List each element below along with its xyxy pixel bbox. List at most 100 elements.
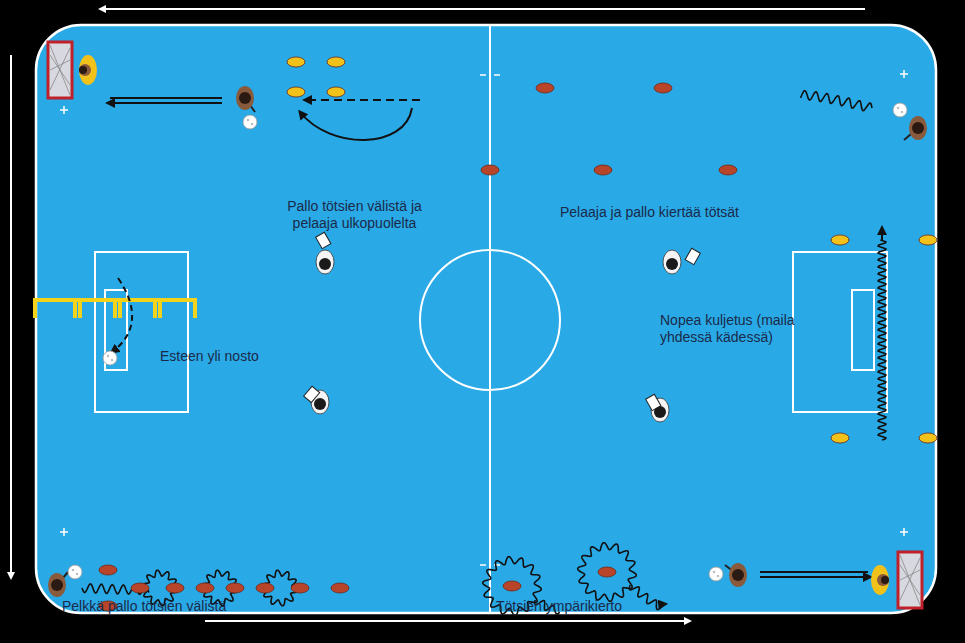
drawing-stroke (63, 106, 65, 114)
drawing-stroke (79, 66, 87, 74)
drawing-stroke (903, 70, 905, 78)
drawing-stroke (878, 240, 886, 440)
drawing-stroke (76, 573, 78, 575)
drawing-stroke (327, 57, 345, 67)
drawing-stroke (831, 433, 849, 443)
drawing-stroke (68, 565, 82, 579)
dribble-paths (82, 91, 886, 616)
drawing-stroke (51, 579, 63, 591)
drawing-stroke (155, 300, 195, 318)
drawing-stroke (79, 64, 91, 76)
drawing-stroke (103, 351, 117, 365)
drawing-stroke (578, 543, 637, 602)
drawing-stroke (107, 355, 109, 357)
drawing-stroke (63, 528, 65, 536)
drawing-stroke (654, 83, 672, 93)
drawing-stroke (877, 574, 889, 586)
drawing-stroke (481, 165, 499, 175)
drawing-stroke (205, 620, 690, 622)
drill-label: Esteen yli nosto (160, 348, 300, 365)
goal-right (898, 552, 922, 608)
drawing-stroke (480, 74, 486, 76)
drawing-stroke (314, 398, 326, 410)
drawing-stroke (50, 45, 70, 95)
drawing-stroke (327, 87, 345, 97)
drawing-stroke (898, 552, 922, 608)
drawing-stroke (236, 86, 254, 110)
drawing-stroke (251, 123, 253, 125)
drawing-stroke (912, 122, 924, 134)
drawing-stroke (108, 102, 222, 104)
ball-path (305, 99, 420, 101)
drawing-stroke (287, 57, 305, 67)
player-path (300, 108, 412, 140)
hurdles (35, 300, 195, 318)
lob-path (112, 278, 132, 352)
drawing-stroke (48, 573, 66, 597)
drawing-stroke (95, 252, 188, 412)
center-circle (420, 250, 560, 390)
drill-label: Pelaaja ja pallo kiertää tötsät (560, 204, 780, 221)
drill-label: Pelkkä pallo tötsien välistä (62, 598, 282, 615)
players (48, 55, 927, 597)
drawing-stroke (503, 581, 521, 591)
goal-left (48, 42, 72, 98)
drawing-stroke (196, 583, 214, 593)
drawing-stroke (719, 165, 737, 175)
drawing-stroke (494, 74, 500, 76)
rink (36, 25, 936, 613)
rotation-arrows (11, 9, 865, 621)
drawing-stroke (901, 111, 903, 113)
drawing-stroke (801, 91, 873, 111)
drawing-stroke (897, 107, 899, 109)
drawing-stroke (685, 248, 700, 264)
drawing-stroke (831, 235, 849, 245)
drawing-stroke (717, 575, 719, 577)
drawing-stroke (760, 576, 870, 578)
drawing-stroke (110, 97, 222, 99)
drawing-stroke (247, 119, 249, 121)
shot-arrow-left (108, 98, 222, 103)
drawing-stroke (331, 583, 349, 593)
drawing-stroke (909, 116, 927, 140)
drawing-stroke (166, 583, 184, 593)
drawing-stroke (871, 565, 889, 595)
drawing-stroke (100, 8, 865, 10)
drawing-stroke (226, 583, 244, 593)
drill-label: Nopea kuljetus (maila yhdessä kädessä) (660, 312, 815, 346)
drawing-stroke (316, 232, 331, 248)
drawing-stroke (82, 584, 149, 594)
drawing-stroke (598, 567, 616, 577)
drawing-stroke (10, 55, 12, 578)
drawing-stroke (287, 87, 305, 97)
drawing-stroke (480, 564, 486, 566)
drawing-stroke (72, 569, 74, 571)
drawing-stroke (316, 250, 334, 274)
drawing-stroke (709, 567, 723, 581)
drawing-stroke (881, 576, 889, 584)
center-line (489, 25, 491, 613)
goal-areas (95, 252, 887, 412)
drawing-stroke (900, 555, 920, 605)
drawing-stroke (256, 583, 274, 593)
shot-arrow-right (760, 572, 870, 577)
drawing-stroke (243, 115, 257, 129)
drawing-stroke (793, 252, 887, 412)
drawing-stroke (893, 103, 907, 117)
drawing-stroke (319, 258, 331, 270)
drawing-stroke (732, 569, 744, 581)
drawing-stroke (99, 565, 117, 575)
cones (99, 57, 937, 611)
drawing-stroke (852, 290, 874, 370)
drawing-stroke (903, 528, 905, 536)
drawing-stroke (713, 571, 715, 573)
drawing-stroke (881, 228, 883, 240)
drawing-stroke (919, 433, 937, 443)
drawing-stroke (304, 386, 320, 402)
drawing-stroke (536, 83, 554, 93)
drawing-stroke (663, 250, 681, 274)
spot-marks (60, 46, 908, 565)
